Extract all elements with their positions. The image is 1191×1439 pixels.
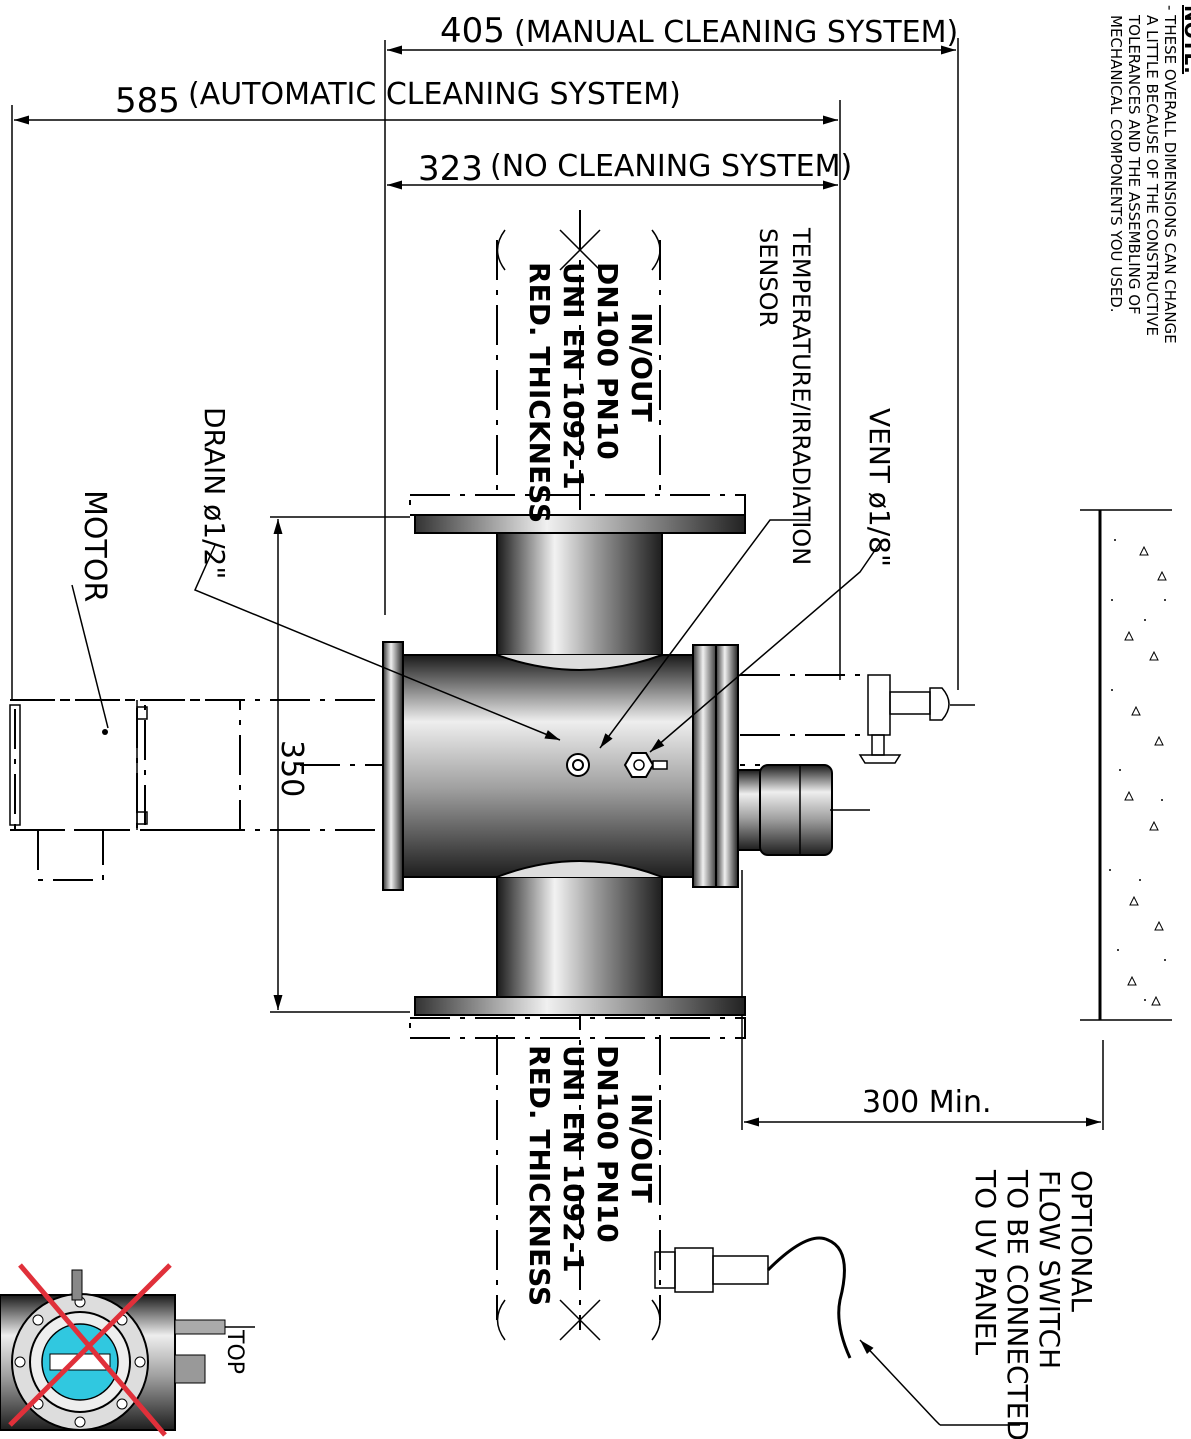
inlet-bottom-line-2: DN100 PN10 <box>591 1045 624 1243</box>
note-title: NOTE: <box>1180 5 1191 74</box>
top-label: TOP <box>222 1329 247 1374</box>
motor <box>9 699 241 881</box>
note-line-4: MECHANICAL COMPONENTS YOU USED. <box>1107 15 1125 313</box>
note-block: NOTE: - THESE OVERALL DIMENSIONS CAN CHA… <box>1107 5 1191 344</box>
inlet-top-line-2: DN100 PN10 <box>591 262 624 460</box>
note-line-3: TOLERANCES AND THE ASSEMBLING OF <box>1125 14 1143 315</box>
rotated-labels: DRAIN ø1/2" MOTOR VENT ø1/8" TEMPERATURE… <box>77 227 1098 1439</box>
inlet-bottom-line-1: IN/OUT <box>625 1093 658 1203</box>
drain-label: DRAIN ø1/2" <box>198 407 231 579</box>
flow-switch-line-2: FLOW SWITCH <box>1033 1170 1066 1369</box>
manual-wiper <box>740 674 975 764</box>
dim-405-label: (MANUAL CLEANING SYSTEM) <box>514 15 958 50</box>
dimension-lines <box>11 38 1104 1130</box>
dimension-labels: 405 (MANUAL CLEANING SYSTEM) 585 (AUTOMA… <box>115 11 992 1120</box>
sensor-label-2: SENSOR <box>754 228 782 327</box>
flow-switch-line-3: TO BE CONNECTED <box>1001 1169 1034 1439</box>
inlet-top-line-4: RED. THICKNESS <box>523 262 556 523</box>
dim-350-value: 350 <box>274 740 309 797</box>
flow-switch <box>654 1236 852 1359</box>
note-line-2: A LITTLE BECAUSE OF THE CONSTRUCTIVE <box>1143 15 1161 336</box>
wall <box>1080 509 1172 1021</box>
pipe-phantoms <box>409 229 746 1341</box>
dim-585-value: 585 <box>115 81 180 121</box>
sensor-label-1: TEMPERATURE/IRRADIATION <box>787 227 815 565</box>
dim-585-label: (AUTOMATIC CLEANING SYSTEM) <box>188 77 681 112</box>
motor-label: MOTOR <box>77 490 112 602</box>
inlet-bottom-line-4: RED. THICKNESS <box>523 1045 556 1306</box>
inlet-bottom-line-3: UNI EN 1092-1 <box>557 1045 590 1273</box>
leaders <box>71 519 1020 1426</box>
uv-chamber <box>382 514 870 1016</box>
inlet-top-line-1: IN/OUT <box>625 312 658 422</box>
dim-405-value: 405 <box>440 11 505 51</box>
flow-switch-line-1: OPTIONAL <box>1065 1170 1098 1312</box>
dim-323-label: (NO CLEANING SYSTEM) <box>490 149 852 184</box>
vent-label: VENT ø1/8" <box>863 408 896 567</box>
dim-323-value: 323 <box>418 149 483 189</box>
wrong-orientation-thumbnail <box>0 1263 255 1437</box>
note-line-1: - THESE OVERALL DIMENSIONS CAN CHANGE <box>1161 5 1179 344</box>
dim-300-value: 300 Min. <box>862 1085 992 1120</box>
flow-switch-line-4: TO UV PANEL <box>969 1169 1002 1355</box>
inlet-top-line-3: UNI EN 1092-1 <box>557 262 590 490</box>
